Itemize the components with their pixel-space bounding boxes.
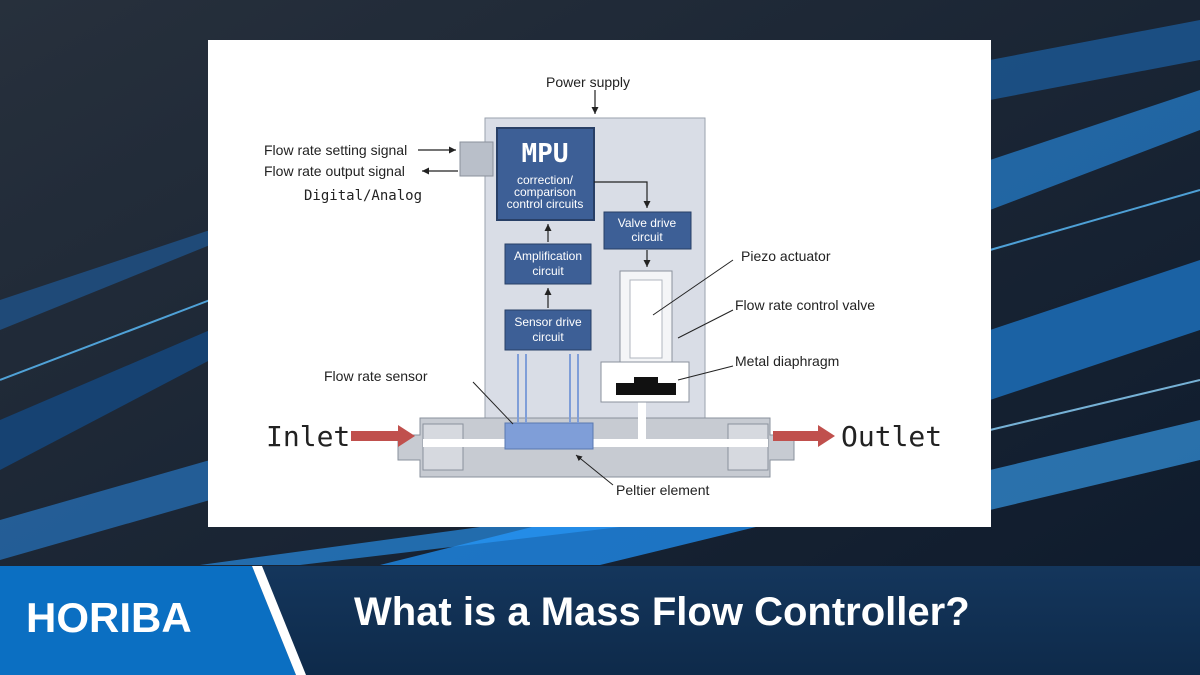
- mpu-title: MPU: [522, 139, 569, 169]
- mass-flow-controller-diagram: MPU correction/ comparison control circu…: [264, 74, 942, 498]
- flow-sensor-label: Flow rate sensor: [324, 368, 428, 384]
- mpu-box: [496, 127, 595, 221]
- valve-drive-line1: Valve drive: [618, 216, 677, 230]
- sensor-drive-line2: circuit: [532, 330, 564, 344]
- outlet-label: Outlet: [841, 420, 942, 453]
- amplification-line1: Amplification: [514, 249, 582, 263]
- valve-drive-box: [603, 211, 692, 250]
- amplification-line2: circuit: [532, 264, 564, 278]
- peltier-leader: [575, 454, 614, 486]
- title-bar: [0, 566, 1200, 675]
- valve-seat: [634, 377, 658, 384]
- metal-diaphragm: [616, 383, 676, 395]
- brand-divider: [252, 566, 306, 675]
- flow-setting-label: Flow rate setting signal: [264, 142, 407, 158]
- valve-leader: [677, 309, 734, 339]
- sensor-drive-line1: Sensor drive: [514, 315, 582, 329]
- mpu-line1: correction/: [517, 173, 574, 187]
- sensor-leader: [472, 381, 514, 425]
- flow-channel: [423, 439, 768, 447]
- horiba-logo: HORIBA: [26, 594, 192, 641]
- digital-analog-label: Digital/Analog: [304, 188, 422, 204]
- power-supply-label: Power supply: [546, 74, 630, 90]
- mpu-to-valve-arrow: [594, 181, 651, 208]
- piezo-stack: [629, 279, 663, 359]
- page-title: What is a Mass Flow Controller?: [354, 590, 970, 634]
- mpu-line2: comparison: [514, 185, 576, 199]
- piezo-leader: [652, 259, 734, 316]
- sensor-drive-box: [504, 309, 592, 351]
- flow-rate-sensor-element: [504, 422, 594, 450]
- piezo-label: Piezo actuator: [741, 248, 831, 264]
- valve-drive-line2: circuit: [631, 230, 663, 244]
- outlet-arrow: [773, 425, 835, 447]
- diagram-panel: MPU correction/ comparison control circu…: [208, 40, 991, 527]
- control-valve-label: Flow rate control valve: [735, 297, 875, 313]
- diaphragm-leader: [677, 365, 734, 381]
- signal-connector: [459, 141, 494, 177]
- bypass-channel: [638, 401, 646, 447]
- inlet-label: Inlet: [266, 420, 350, 453]
- inlet-arrow: [351, 425, 415, 447]
- flow-output-label: Flow rate output signal: [264, 163, 405, 179]
- brand-block: [0, 566, 296, 675]
- metal-diaphragm-label: Metal diaphragm: [735, 353, 839, 369]
- peltier-label: Peltier element: [616, 482, 709, 498]
- mpu-line3: control circuits: [507, 197, 584, 211]
- amplification-box: [504, 243, 592, 285]
